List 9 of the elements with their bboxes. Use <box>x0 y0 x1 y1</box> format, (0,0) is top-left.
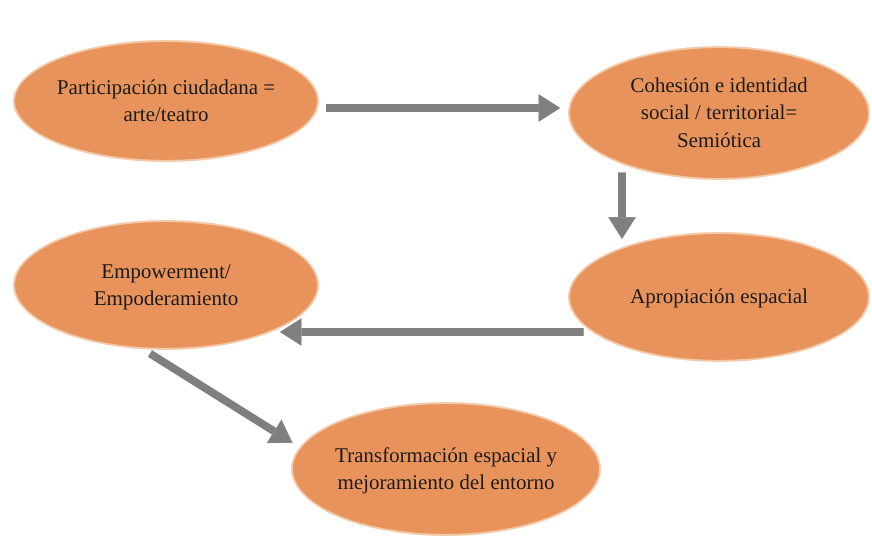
node-label: Transformación espacial y mejoramiento del entorno <box>334 442 558 496</box>
node-label: Empowerment/ Empoderamiento <box>92 258 240 312</box>
node-label: Participación ciudadana = arte/teatro <box>56 74 276 128</box>
arrow <box>326 94 560 122</box>
arrow <box>608 172 636 240</box>
node-label: Cohesión e identidad social / territorial= Semiótica <box>629 72 809 154</box>
node-label: Apropiación espacial <box>630 283 808 310</box>
arrow <box>148 350 293 444</box>
arrow <box>280 318 584 346</box>
